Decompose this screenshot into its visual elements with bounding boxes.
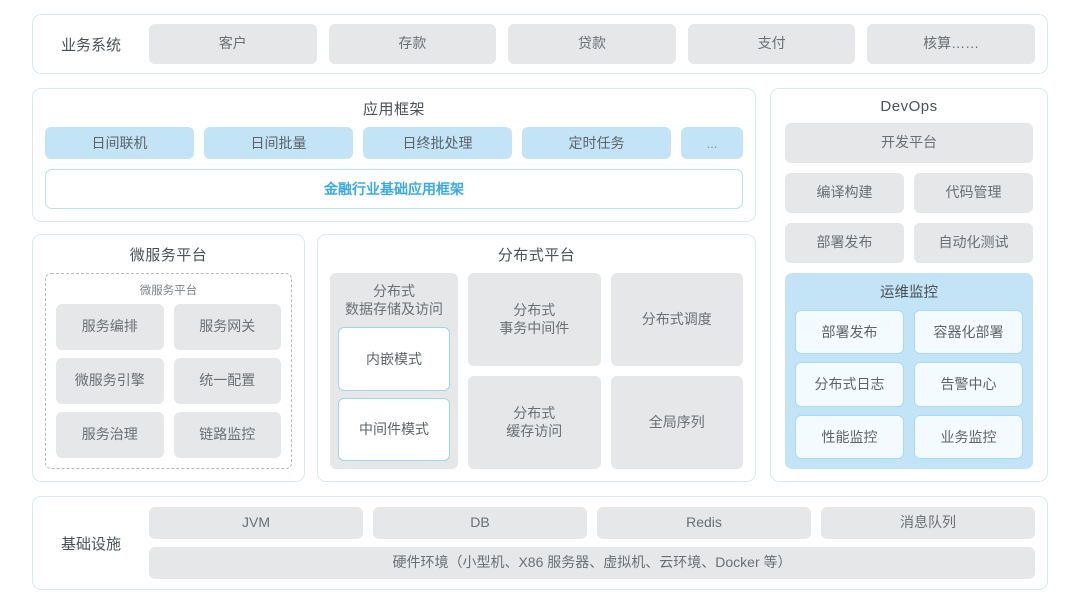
middle-left-column: 应用框架 日间联机 日间批量 日终批处理 定时任务 ... 金融行业基础应用框架… [32,88,756,482]
infrastructure-stack: JVM DB Redis 消息队列 硬件环境（小型机、X86 服务器、虚拟机、云… [149,507,1035,579]
microservice-grid: 服务编排 服务网关 微服务引擎 统一配置 服务治理 链路监控 [56,304,281,458]
micro-item-microservice-engine[interactable]: 微服务引擎 [56,358,164,404]
dist-item-scheduling[interactable]: 分布式调度 [610,273,743,366]
microservice-platform-title: 微服务平台 [129,247,208,264]
devops-dev-platform[interactable]: 开发平台 [785,123,1033,163]
app-chip-daytime-online[interactable]: 日间联机 [45,127,194,159]
business-item-deposit[interactable]: 存款 [328,24,497,64]
app-chip-more[interactable]: ... [681,127,743,159]
ops-monitor-title: 运维监控 [880,285,938,301]
micro-item-service-gateway[interactable]: 服务网关 [173,304,281,350]
micro-item-link-monitoring[interactable]: 链路监控 [173,412,281,458]
micro-item-service-governance[interactable]: 服务治理 [56,412,164,458]
infra-item-jvm[interactable]: JVM [149,507,363,539]
dist-item-cache-access[interactable]: 分布式 缓存访问 [468,376,601,469]
business-item-payment[interactable]: 支付 [687,24,856,64]
distributed-storage-group[interactable]: 分布式 数据存储及访问 内嵌模式 中间件模式 [330,273,458,469]
ops-item-alert-center[interactable]: 告警中心 [914,362,1023,407]
app-framework-chip-row: 日间联机 日间批量 日终批处理 定时任务 ... [45,127,743,159]
devops-panel: DevOps 开发平台 编译构建 代码管理 部署发布 自动化测试 运维监控 部署… [770,88,1048,482]
business-item-loan[interactable]: 贷款 [508,24,676,64]
infrastructure-top-row: JVM DB Redis 消息队列 [149,507,1035,539]
dist-item-global-sequence[interactable]: 全局序列 [610,376,743,469]
business-system-row: 业务系统 客户 存款 贷款 支付 核算…… [32,14,1048,74]
ops-item-performance-monitoring[interactable]: 性能监控 [795,414,904,459]
devops-item-compile-build[interactable]: 编译构建 [785,173,904,213]
app-chip-daytime-batch[interactable]: 日间批量 [204,127,353,159]
infra-item-redis[interactable]: Redis [597,507,811,539]
base-application-framework[interactable]: 金融行业基础应用框架 [45,169,743,209]
storage-mode-middleware[interactable]: 中间件模式 [338,397,450,461]
storage-mode-embedded[interactable]: 内嵌模式 [338,327,450,391]
infrastructure-bottom-row: 硬件环境（小型机、X86 服务器、虚拟机、云环境、Docker 等） [149,547,1035,579]
ops-monitor-grid: 部署发布 容器化部署 分布式日志 告警中心 性能监控 业务监控 [795,310,1023,459]
ops-item-distributed-logging[interactable]: 分布式日志 [795,362,904,407]
devops-grid: 编译构建 代码管理 部署发布 自动化测试 [785,173,1033,263]
microservice-inner-title: 微服务平台 [139,285,198,297]
distributed-platform-body: 分布式 数据存储及访问 内嵌模式 中间件模式 分布式 事务中间件 分布式调度 分… [330,273,743,469]
distributed-storage-title: 分布式 数据存储及访问 [345,283,443,317]
business-system-label: 业务系统 [60,36,121,54]
app-framework-title: 应用框架 [362,101,425,118]
distributed-grid: 分布式 事务中间件 分布式调度 分布式 缓存访问 全局序列 [468,273,743,469]
middle-section: 应用框架 日间联机 日间批量 日终批处理 定时任务 ... 金融行业基础应用框架… [32,88,1048,482]
ops-monitor-panel: 运维监控 部署发布 容器化部署 分布式日志 告警中心 性能监控 业务监控 [785,273,1033,469]
app-chip-eod-batch[interactable]: 日终批处理 [363,127,512,159]
infra-item-message-queue[interactable]: 消息队列 [821,507,1035,539]
infrastructure-label: 基础设施 [60,535,121,553]
distributed-platform-panel: 分布式平台 分布式 数据存储及访问 内嵌模式 中间件模式 分布式 事务中间件 分… [317,234,756,482]
ops-item-deploy-release[interactable]: 部署发布 [795,310,904,355]
devops-title: DevOps [880,98,938,115]
business-item-accounting[interactable]: 核算…… [867,24,1035,64]
infra-item-hardware-environment[interactable]: 硬件环境（小型机、X86 服务器、虚拟机、云环境、Docker 等） [149,547,1035,579]
devops-item-automated-testing[interactable]: 自动化测试 [914,223,1033,263]
infrastructure-row: 基础设施 JVM DB Redis 消息队列 硬件环境（小型机、X86 服务器、… [32,496,1048,590]
dist-item-transaction-middleware[interactable]: 分布式 事务中间件 [468,273,601,366]
platforms-row: 微服务平台 微服务平台 服务编排 服务网关 微服务引擎 统一配置 服务治理 链路… [32,234,756,482]
app-framework-panel: 应用框架 日间联机 日间批量 日终批处理 定时任务 ... 金融行业基础应用框架 [32,88,756,222]
app-chip-scheduled-task[interactable]: 定时任务 [522,127,671,159]
micro-item-unified-config[interactable]: 统一配置 [173,358,281,404]
microservice-platform-panel: 微服务平台 微服务平台 服务编排 服务网关 微服务引擎 统一配置 服务治理 链路… [32,234,305,482]
devops-item-code-management[interactable]: 代码管理 [914,173,1033,213]
micro-item-service-orchestration[interactable]: 服务编排 [56,304,164,350]
ops-item-containerized-deploy[interactable]: 容器化部署 [914,310,1023,355]
microservice-inner-box: 微服务平台 服务编排 服务网关 微服务引擎 统一配置 服务治理 链路监控 [45,273,292,469]
ops-item-business-monitoring[interactable]: 业务监控 [914,414,1023,459]
devops-item-deploy-release[interactable]: 部署发布 [785,223,904,263]
infra-item-db[interactable]: DB [373,507,587,539]
distributed-platform-title: 分布式平台 [497,247,576,264]
business-item-customer[interactable]: 客户 [149,24,317,64]
